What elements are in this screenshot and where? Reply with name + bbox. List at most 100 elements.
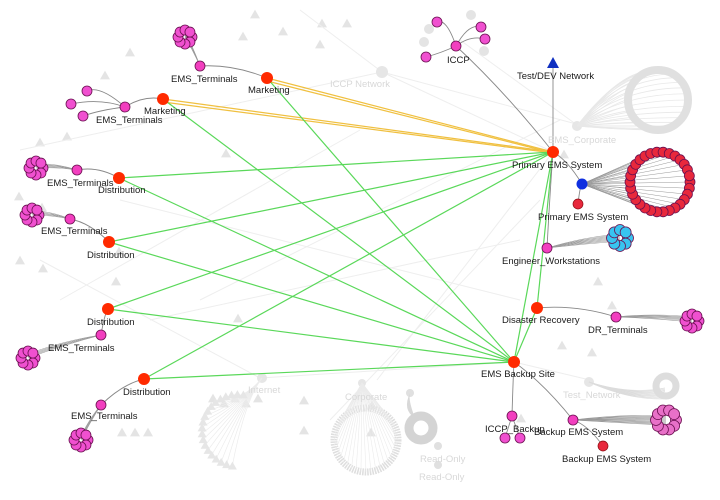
faded-node bbox=[424, 24, 434, 34]
faded-triangle-node bbox=[197, 423, 207, 432]
node-dist4[interactable] bbox=[138, 373, 150, 385]
faded-shape bbox=[406, 393, 415, 418]
node-mkt1[interactable] bbox=[157, 93, 169, 105]
edge-gray bbox=[581, 183, 631, 189]
node-testdev[interactable] bbox=[547, 57, 559, 68]
label-backup-ems-system-terminals: Backup EMS System bbox=[534, 427, 623, 438]
server-ring-cluster bbox=[624, 146, 696, 218]
label-test-dev-network: Test/DEV Network bbox=[517, 71, 594, 82]
dr-terminal-cluster bbox=[679, 308, 705, 334]
node-backup[interactable] bbox=[508, 356, 520, 368]
faded-triangle-node bbox=[221, 148, 231, 158]
iccp-terminal-node bbox=[420, 51, 432, 63]
faded-triangle-node bbox=[222, 460, 232, 469]
node-bems-t[interactable] bbox=[567, 414, 579, 426]
edge-green bbox=[108, 151, 554, 243]
faded-triangle-node bbox=[559, 149, 569, 159]
faded-triangle-node bbox=[250, 9, 260, 19]
faded-triangle-node bbox=[366, 427, 376, 437]
node-t-dist1[interactable] bbox=[71, 164, 83, 176]
faded-triangle-node bbox=[130, 427, 140, 437]
node-dist3[interactable] bbox=[102, 303, 114, 315]
node-drt[interactable] bbox=[610, 311, 622, 323]
edge-gray bbox=[199, 65, 268, 79]
faded-edge bbox=[337, 382, 363, 455]
label-distribution-2: Distribution bbox=[87, 250, 135, 261]
node-dist2[interactable] bbox=[103, 236, 115, 248]
faded-triangle-node bbox=[143, 427, 153, 437]
node-dr[interactable] bbox=[531, 302, 543, 314]
faded-triangle-node bbox=[100, 70, 110, 80]
faded-edge bbox=[513, 361, 591, 381]
faded-triangle-node bbox=[299, 395, 309, 405]
faded-background-layer bbox=[14, 9, 692, 476]
faded-triangle-node bbox=[210, 397, 220, 406]
label-distribution-1: Distribution bbox=[98, 185, 146, 196]
faded-triangle-node bbox=[15, 255, 25, 265]
node-t-dist4[interactable] bbox=[95, 399, 107, 411]
label-marketing-1: Marketing bbox=[144, 106, 186, 117]
edge-green bbox=[107, 308, 515, 363]
faded-edge bbox=[346, 382, 363, 415]
node-iccp[interactable] bbox=[450, 40, 462, 52]
node-pems2[interactable] bbox=[572, 198, 584, 210]
edge-yellow bbox=[162, 101, 554, 154]
faded-donut-test-network bbox=[652, 372, 680, 400]
faded-triangle-node bbox=[253, 393, 263, 403]
node-pems-hub[interactable] bbox=[576, 178, 588, 190]
edge-gray bbox=[76, 168, 120, 179]
label-iccp: ICCP bbox=[447, 55, 470, 66]
label-primary-ems-system: Primary EMS System bbox=[512, 160, 602, 171]
faded-triangle-node bbox=[203, 446, 213, 454]
edge-gray bbox=[581, 183, 641, 205]
faded-triangle-node bbox=[211, 454, 221, 463]
node-iccp-b[interactable] bbox=[506, 410, 518, 422]
label-ems-terminals-dist4: EMS_Terminals bbox=[71, 411, 138, 422]
faded-label-iccp-network: ICCP Network bbox=[330, 79, 390, 90]
faded-label-test-network: Test_Network bbox=[563, 390, 621, 401]
edge-gray bbox=[546, 151, 554, 249]
faded-label-read-only-2: Read-Only bbox=[419, 472, 465, 483]
edge-gray bbox=[581, 183, 690, 189]
faded-edge bbox=[119, 199, 521, 301]
faded-edge bbox=[346, 382, 363, 466]
node-eng[interactable] bbox=[541, 242, 553, 254]
cluster-member-node bbox=[619, 226, 632, 239]
terminal-cluster bbox=[15, 345, 41, 371]
faded-triangle-node bbox=[557, 340, 567, 350]
faded-edge bbox=[351, 382, 363, 412]
faded-triangle-node bbox=[315, 39, 325, 49]
faded-triangle-node bbox=[587, 347, 597, 357]
faded-edge bbox=[588, 381, 666, 400]
node-t-dist2[interactable] bbox=[64, 213, 76, 225]
terminal-cluster bbox=[19, 202, 45, 228]
faded-triangle-node bbox=[299, 425, 309, 435]
label-ems-backup-site: EMS Backup Site bbox=[481, 369, 555, 380]
node-bems[interactable] bbox=[597, 440, 609, 452]
label-ems-terminals-dist3: EMS_Terminals bbox=[48, 343, 115, 354]
faded-triangle-node bbox=[232, 390, 242, 398]
node-t-mkt2[interactable] bbox=[194, 60, 206, 72]
edge-gray bbox=[581, 181, 691, 185]
faded-edge bbox=[576, 73, 674, 127]
node-dist1[interactable] bbox=[113, 172, 125, 184]
label-dr-terminals: DR_Terminals bbox=[588, 325, 648, 336]
faded-triangle-node bbox=[238, 390, 248, 399]
cluster-member-node bbox=[27, 347, 39, 359]
label-disaster-recovery: Disaster Recovery bbox=[502, 315, 580, 326]
faded-edge bbox=[361, 382, 395, 455]
faded-edge bbox=[361, 382, 386, 466]
iccp-terminal-node bbox=[431, 16, 443, 28]
node-primary[interactable] bbox=[547, 146, 559, 158]
faded-edge bbox=[355, 382, 363, 471]
faded-node-read-only bbox=[434, 461, 442, 469]
node-t-dist3[interactable] bbox=[95, 329, 107, 341]
node-mkt2[interactable] bbox=[261, 72, 273, 84]
edge-green bbox=[536, 151, 554, 309]
faded-edge bbox=[376, 151, 554, 381]
faded-edge bbox=[39, 259, 261, 379]
edge-gray bbox=[581, 181, 631, 185]
node-t-mkt1[interactable] bbox=[119, 101, 131, 113]
faded-triangle-node bbox=[238, 31, 248, 41]
